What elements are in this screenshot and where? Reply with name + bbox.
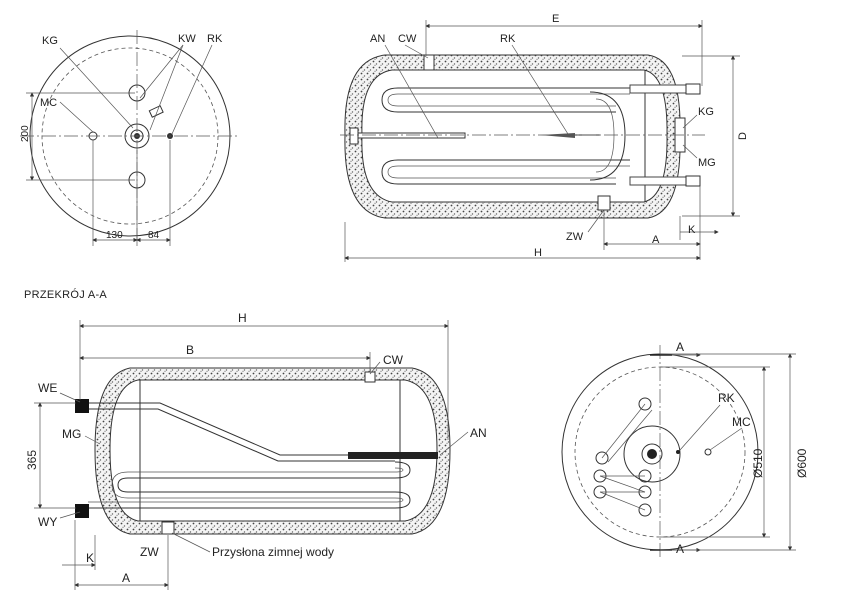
dim-200: 200	[20, 125, 31, 142]
dim-600: Ø600	[795, 448, 809, 478]
dim-k-top: K	[688, 224, 696, 236]
note-cold-water: Przysłona zimnej wody	[212, 545, 334, 559]
label-cw-bottom: CW	[383, 353, 404, 367]
section-title: PRZEKRÓJ A-A	[24, 288, 107, 301]
label-rk-side: RK	[500, 33, 516, 45]
label-an-bottom: AN	[470, 426, 487, 440]
dim-e: E	[552, 13, 559, 25]
end-view-top: KG KW RK MC 200 130 84	[20, 30, 240, 246]
label-mg-side: MG	[698, 157, 716, 169]
dim-b: B	[186, 343, 194, 357]
dim-h-top: H	[534, 247, 542, 259]
label-mc-bottom: MC	[732, 415, 751, 429]
section-marker-a-top: A	[676, 340, 684, 354]
dim-130: 130	[106, 230, 123, 241]
dim-510: Ø510	[751, 448, 765, 478]
dim-84: 84	[148, 230, 160, 241]
label-zw-top: ZW	[566, 231, 584, 243]
label-kw-top: KW	[178, 33, 196, 45]
label-zw-bottom: ZW	[140, 545, 159, 559]
label-wy: WY	[38, 515, 57, 529]
dim-h-bottom: H	[238, 311, 247, 325]
dim-a-bottom: A	[122, 571, 130, 585]
end-section-bottom: A A RK MC Ø510 Ø600	[561, 340, 809, 560]
label-we: WE	[38, 381, 57, 395]
label-an-top: AN	[370, 33, 385, 45]
side-section-top: AN CW RK E D KG MG ZW A K H	[340, 13, 749, 262]
dim-a-top: A	[652, 234, 660, 246]
label-kg-top: KG	[42, 35, 58, 47]
label-kg-side: KG	[698, 106, 714, 118]
section-marker-a-bottom: A	[676, 542, 684, 556]
label-rk-top: RK	[207, 33, 223, 45]
label-rk-bottom: RK	[718, 391, 735, 405]
section-a-a: H B CW WE MG AN WY 365 ZW Przysłona zimn…	[25, 311, 487, 590]
label-mg-bottom: MG	[62, 427, 81, 441]
label-cw-top: CW	[398, 33, 417, 45]
label-mc-top: MC	[40, 97, 57, 109]
dim-365: 365	[25, 450, 39, 470]
dim-d: D	[737, 132, 749, 140]
dim-k-bottom: K	[86, 551, 94, 565]
